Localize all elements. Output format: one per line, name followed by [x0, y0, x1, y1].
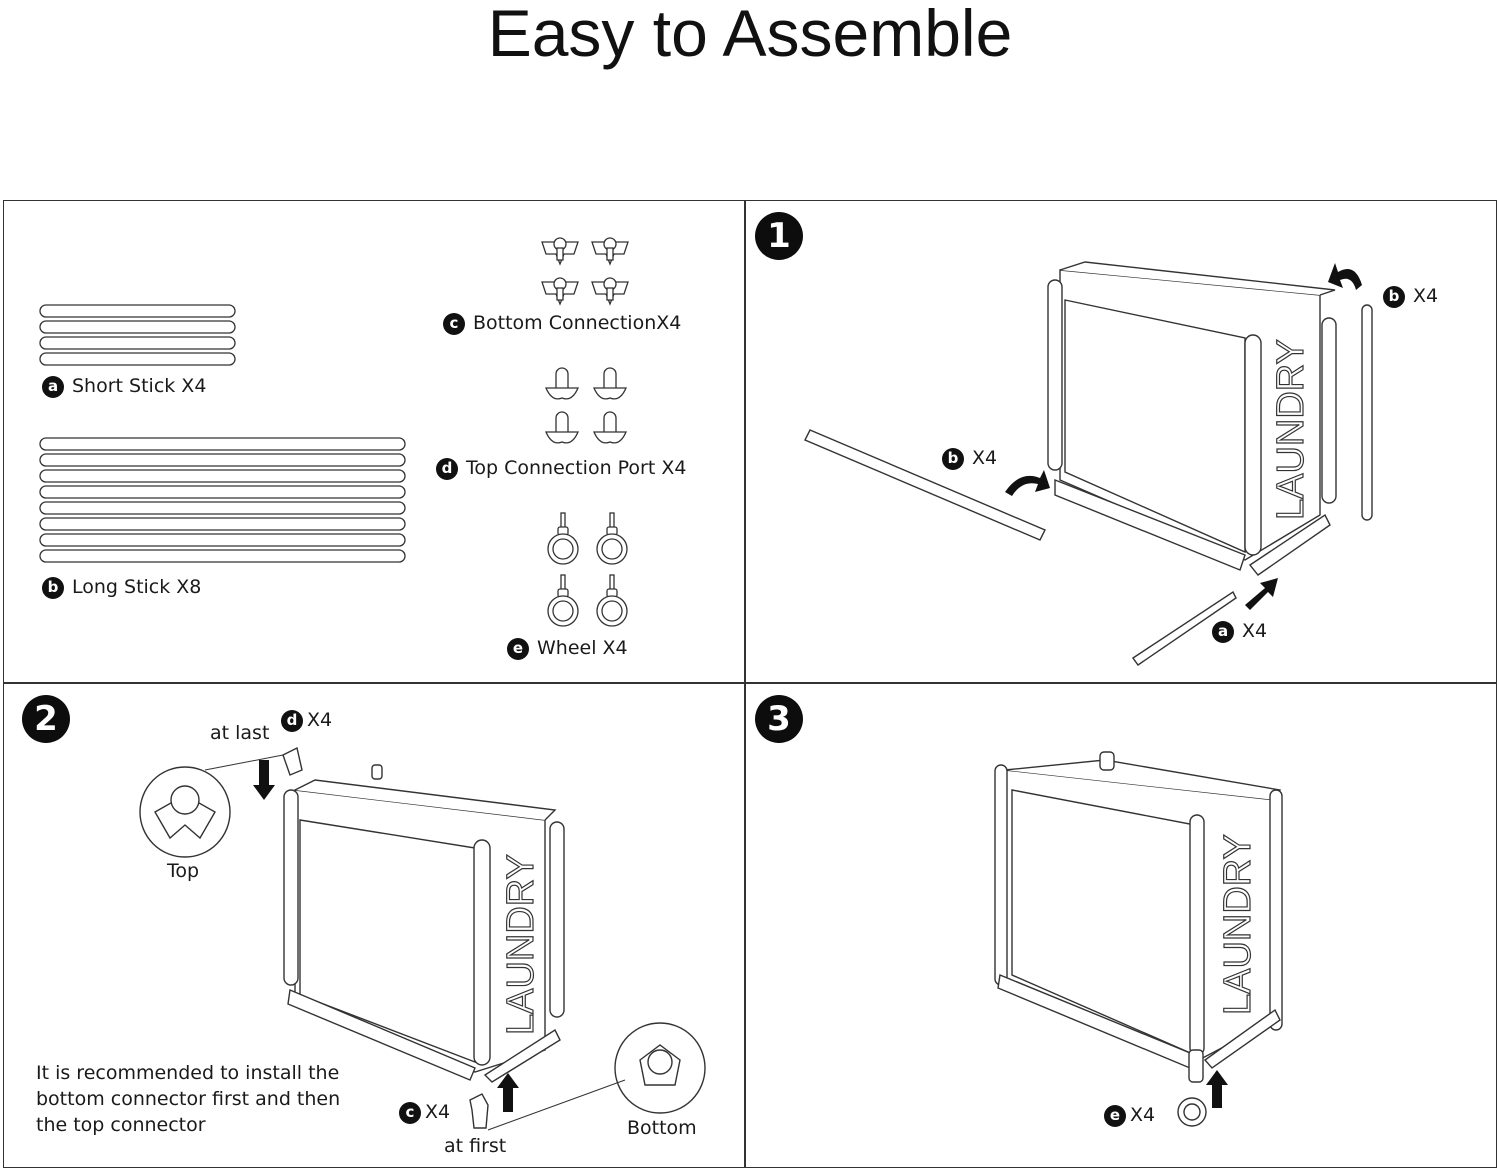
step1-badge-a: a [1212, 620, 1234, 643]
part-badge-b: b [42, 576, 64, 599]
grid-divider-vertical [744, 200, 746, 1168]
grid-divider-horizontal [3, 682, 1497, 684]
part-label-top-connection: d Top Connection Port X4 [436, 457, 686, 480]
step1-qty-b-right: X4 [1413, 285, 1439, 307]
step2-at-last: at last [210, 722, 270, 744]
part-label-short-stick: a Short Stick X4 [42, 375, 206, 398]
step1-label-b-left: b X4 [942, 447, 997, 470]
step2-bottom-label: Bottom [627, 1117, 697, 1139]
step3-badge-e: e [1104, 1104, 1126, 1127]
step-number-3: 3 [755, 695, 803, 743]
part-text-bottom-connection: Bottom ConnectionX4 [473, 312, 682, 334]
part-label-wheel: e Wheel X4 [507, 637, 628, 660]
short-sticks-illustration [39, 304, 236, 366]
step-number-1: 1 [755, 212, 803, 260]
step1-laundry-text: LAUNDRY [1270, 339, 1312, 520]
step3-laundry-text: LAUNDRY [1217, 834, 1259, 1015]
step3-arrows [1206, 1070, 1228, 1108]
long-sticks-illustration [39, 437, 406, 563]
step1-qty-b-left: X4 [972, 447, 998, 469]
part-badge-e: e [507, 637, 529, 660]
part-badge-c: c [443, 312, 465, 335]
step2-badge-d: d [281, 709, 303, 732]
step3-qty-e: X4 [1130, 1104, 1156, 1126]
step1-label-a: a X4 [1212, 620, 1267, 643]
instruction-grid [3, 200, 1497, 1168]
part-text-top-connection: Top Connection Port X4 [466, 457, 687, 479]
step2-arrows [253, 760, 519, 1112]
part-text-wheel: Wheel X4 [537, 637, 628, 659]
step1-badge-b-right: b [1383, 285, 1405, 308]
part-text-long-stick: Long Stick X8 [72, 576, 202, 598]
step1-hamper-illustration [804, 261, 1373, 666]
step3-hamper-illustration [994, 751, 1283, 1127]
step1-badge-b-left: b [942, 447, 964, 470]
part-label-bottom-connection: c Bottom ConnectionX4 [443, 312, 681, 335]
step2-leader-lines [204, 754, 626, 1131]
top-connector-illustration [545, 367, 627, 444]
step2-badge-c: c [399, 1101, 421, 1124]
page-title: Easy to Assemble [487, 0, 1013, 70]
step2-at-first: at first [444, 1135, 507, 1157]
step2-laundry-text: LAUNDRY [500, 854, 542, 1035]
step2-qty-c: X4 [425, 1101, 451, 1123]
step2-top-label: Top [167, 860, 200, 882]
step2-qty-d: X4 [307, 709, 333, 731]
step1-label-b-right: b X4 [1383, 285, 1438, 308]
step1-arrows [1005, 263, 1362, 610]
bottom-connector-illustration [541, 237, 629, 306]
part-text-short-stick: Short Stick X4 [72, 375, 207, 397]
part-label-long-stick: b Long Stick X8 [42, 576, 201, 599]
step2-note: It is recommended to install the bottom … [36, 1062, 341, 1136]
step-number-2: 2 [22, 695, 70, 743]
step1-qty-a: X4 [1242, 620, 1268, 642]
step2-hamper-illustration [139, 746, 706, 1129]
wheel-illustration [547, 512, 628, 627]
part-badge-d: d [436, 457, 458, 480]
part-badge-a: a [42, 375, 64, 398]
